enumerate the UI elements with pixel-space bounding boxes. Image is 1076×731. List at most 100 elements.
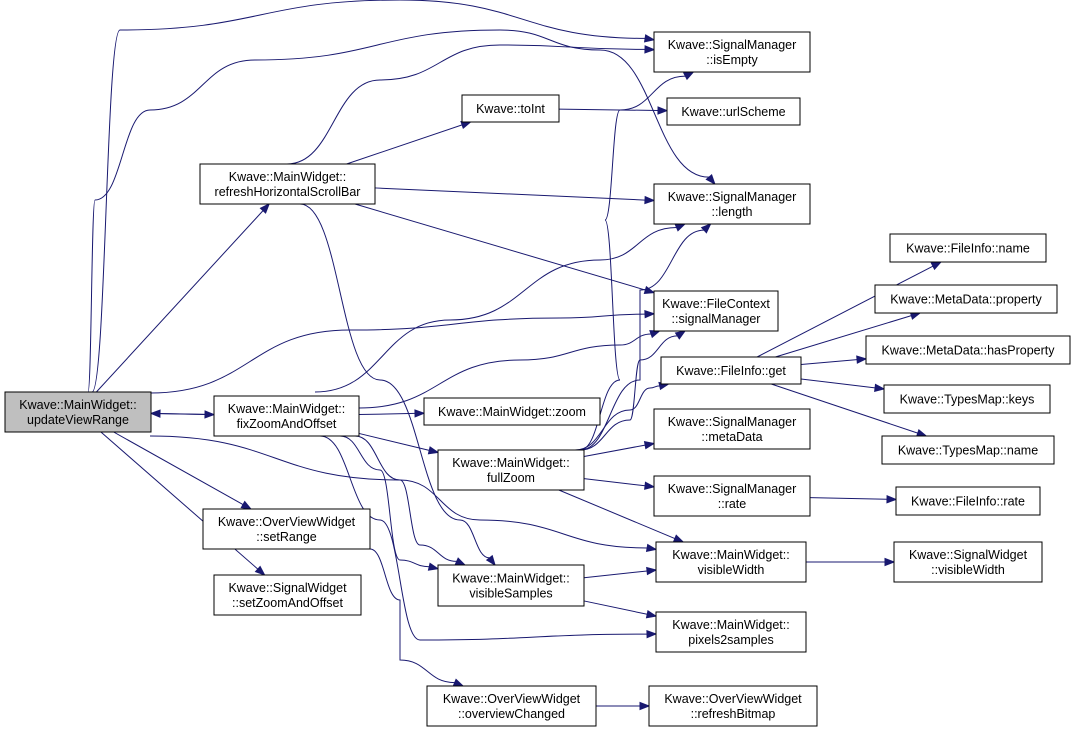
- node-label-line: Kwave::MainWidget::: [452, 456, 569, 470]
- edge-refreshHSB-to-smLength: [374, 187, 656, 205]
- edge-fixZoom-to-visibleSamples: [339, 435, 440, 571]
- node-updateViewRange[interactable]: Kwave::MainWidget::updateViewRange: [4, 391, 152, 433]
- node-box: [895, 486, 1041, 516]
- node-label-line: fullZoom: [487, 471, 535, 485]
- arrowhead: [414, 409, 426, 418]
- node-fiName[interactable]: Kwave::FileInfo::name: [889, 233, 1047, 263]
- arrowhead: [674, 330, 687, 340]
- node-smRate[interactable]: Kwave::SignalManager::rate: [653, 475, 811, 517]
- edge-fullZoom-to-smRate: [583, 478, 656, 490]
- node-label-line: Kwave::OverViewWidget: [443, 692, 581, 706]
- node-smMetaData[interactable]: Kwave::SignalManager::metaData: [653, 408, 811, 450]
- node-label-line: Kwave::FileInfo::name: [906, 242, 1030, 256]
- node-refreshBitmap[interactable]: Kwave::OverViewWidget::refreshBitmap: [648, 685, 818, 727]
- node-box: [883, 384, 1051, 414]
- edge-fixZoom-to-mwVisibleWidth: [354, 435, 658, 553]
- edge-updateViewRange-to-smLength: [87, 29, 716, 393]
- node-pixels2samples[interactable]: Kwave::MainWidget::pixels2samples: [655, 611, 807, 653]
- node-label-line: Kwave::MainWidget::zoom: [438, 405, 586, 419]
- edges-layer: [87, 0, 943, 711]
- node-urlScheme[interactable]: Kwave::urlScheme: [666, 97, 801, 126]
- node-isEmpty[interactable]: Kwave::SignalManager::isEmpty: [653, 31, 811, 73]
- node-label-line: pixels2samples: [688, 633, 773, 647]
- edge-visibleSamples-to-mwVisibleWidth: [583, 566, 658, 579]
- edge-line: [358, 432, 430, 451]
- edge-updateViewRange-to-ovSetRange: [113, 431, 253, 510]
- node-visibleSamples[interactable]: Kwave::MainWidget::visibleSamples: [437, 564, 585, 607]
- edge-line: [756, 265, 934, 358]
- edge-line: [358, 333, 652, 409]
- arrowhead: [874, 383, 886, 393]
- edge-line: [583, 600, 648, 615]
- edge-line: [299, 203, 490, 559]
- node-label-line: Kwave::MainWidget::: [452, 572, 569, 586]
- node-label-line: Kwave::TypesMap::keys: [900, 393, 1035, 407]
- node-box: [666, 97, 801, 126]
- node-signalManager[interactable]: Kwave::FileContext::signalManager: [653, 290, 779, 332]
- arrowhead: [644, 195, 656, 205]
- edge-line: [558, 489, 676, 539]
- edge-line: [775, 315, 912, 358]
- arrowhead: [485, 554, 496, 567]
- node-tmKeys[interactable]: Kwave::TypesMap::keys: [883, 384, 1051, 414]
- node-label-line: ::metaData: [701, 430, 762, 444]
- arrowhead: [645, 543, 658, 553]
- edge-updateViewRange-to-isEmpty: [91, 0, 656, 393]
- node-box: [893, 541, 1043, 583]
- edge-refreshHSB-to-signalManager: [354, 203, 656, 294]
- node-overviewChanged[interactable]: Kwave::OverViewWidget::overviewChanged: [426, 685, 597, 727]
- edge-line: [339, 435, 430, 568]
- node-fiRate[interactable]: Kwave::FileInfo::rate: [895, 486, 1041, 516]
- node-label-line: Kwave::MainWidget::: [19, 398, 136, 412]
- node-fullZoom[interactable]: Kwave::MainWidget::fullZoom: [437, 449, 585, 491]
- arrowhead: [657, 106, 669, 115]
- node-label-line: Kwave::MainWidget::: [672, 548, 789, 562]
- node-mwVisibleWidth[interactable]: Kwave::MainWidget::visibleWidth: [655, 541, 807, 583]
- edge-updateViewRange-to-refreshHSB: [96, 202, 271, 393]
- node-box: [653, 31, 811, 73]
- node-tmName[interactable]: Kwave::TypesMap::name: [881, 435, 1055, 465]
- node-box: [653, 475, 811, 517]
- node-fixZoom[interactable]: Kwave::MainWidget::fixZoomAndOffset: [213, 395, 360, 437]
- edge-fixZoom-to-signalManager: [358, 330, 661, 409]
- node-label-line: Kwave::urlScheme: [681, 105, 785, 119]
- node-swVisibleWidth[interactable]: Kwave::SignalWidget::visibleWidth: [893, 541, 1043, 583]
- node-label-line: ::signalManager: [672, 312, 761, 326]
- node-mdProperty[interactable]: Kwave::MetaData::property: [874, 284, 1058, 314]
- node-mdHasProperty[interactable]: Kwave::MetaData::hasProperty: [865, 335, 1071, 365]
- arrowhead: [700, 223, 712, 234]
- edge-line: [96, 210, 264, 393]
- node-ovSetRange[interactable]: Kwave::OverViewWidget::setRange: [202, 508, 371, 550]
- node-box: [655, 541, 807, 583]
- node-smLength[interactable]: Kwave::SignalManager::length: [653, 183, 811, 225]
- arrowhead: [646, 566, 658, 576]
- edge-line: [800, 359, 858, 365]
- node-label-line: fixZoomAndOffset: [237, 417, 337, 431]
- edge-line: [358, 412, 416, 416]
- arrowhead: [643, 285, 656, 294]
- node-toInt[interactable]: Kwave::toInt: [461, 94, 560, 123]
- edge-fixZoom-to-updateViewRange: [149, 409, 215, 418]
- node-box: [889, 233, 1047, 263]
- node-label-line: ::setRange: [256, 530, 317, 544]
- arrowhead: [705, 174, 716, 186]
- edge-line: [286, 44, 646, 165]
- node-fiGet[interactable]: Kwave::FileInfo::get: [660, 356, 802, 385]
- edge-line: [583, 444, 646, 457]
- node-refreshHSB[interactable]: Kwave::MainWidget::refreshHorizontalScro…: [199, 163, 376, 205]
- node-box: [653, 408, 811, 450]
- node-box: [4, 391, 152, 433]
- arrowhead: [930, 261, 943, 271]
- arrowhead: [643, 441, 656, 450]
- edge-line: [809, 497, 888, 500]
- edge-fixZoom-to-fullZoom: [358, 432, 440, 455]
- node-swSetZoom[interactable]: Kwave::SignalWidget::setZoomAndOffset: [213, 574, 362, 616]
- edge-ovSetRange-to-overviewChanged: [369, 548, 465, 687]
- edge-fixZoom-to-pixels2samples: [319, 435, 658, 641]
- arrowhead: [884, 557, 896, 567]
- arrowhead: [645, 610, 658, 619]
- node-mwZoom[interactable]: Kwave::MainWidget::zoom: [423, 397, 601, 426]
- edge-line: [314, 227, 677, 393]
- node-label-line: Kwave::OverViewWidget: [664, 692, 802, 706]
- arrowhead: [149, 409, 161, 418]
